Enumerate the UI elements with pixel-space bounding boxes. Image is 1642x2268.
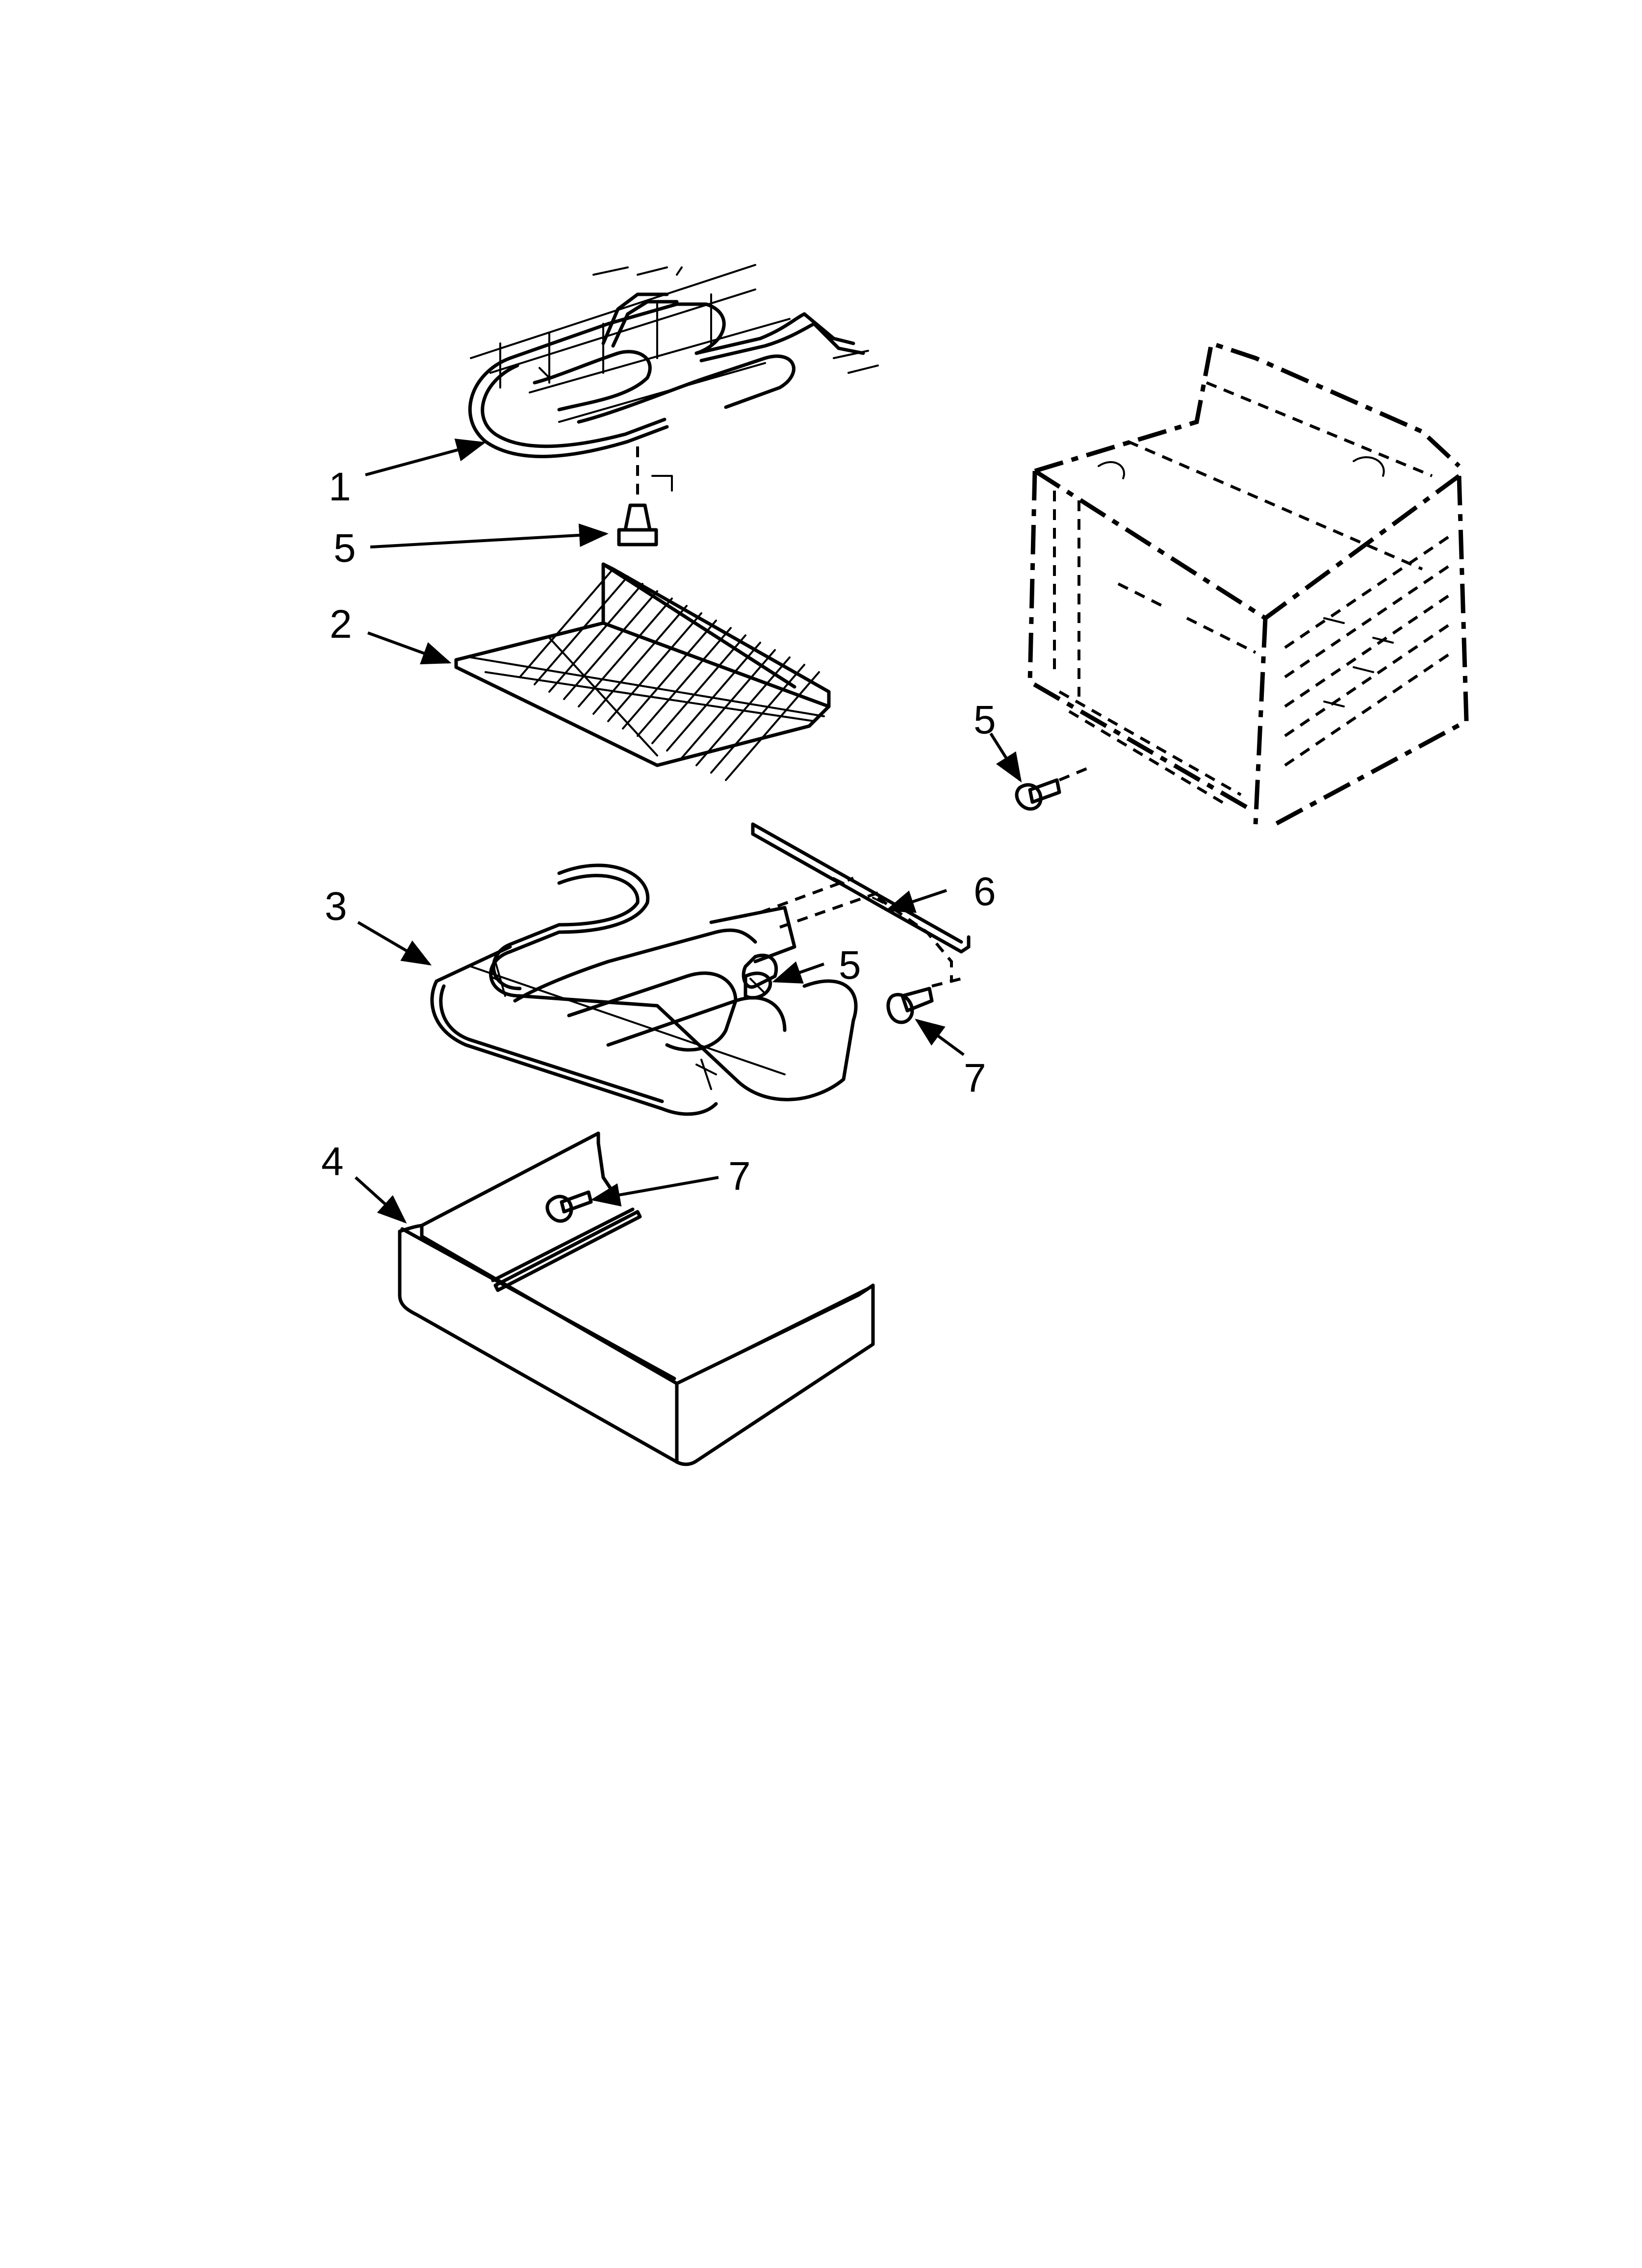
leader-4: [354, 1176, 407, 1224]
callout-labels: 1 5 2 3 5 6 7 4 7 5: [321, 465, 996, 1199]
callout-1: 1: [329, 465, 351, 509]
rack-wires: [519, 568, 820, 781]
leader-5c: [989, 732, 1022, 783]
leader-5b: [772, 961, 824, 984]
leader-3: [357, 921, 432, 966]
screw-part-5-middle: [744, 971, 772, 1000]
callout-7-right: 7: [964, 1056, 986, 1100]
broil-element: [468, 264, 879, 492]
callout-2: 2: [330, 602, 352, 647]
callout-5-cavity: 5: [974, 698, 996, 742]
leader-6: [885, 889, 947, 913]
callout-5-upper: 5: [334, 526, 356, 571]
leader-2: [367, 631, 452, 665]
bottom-panel: [398, 1131, 875, 1466]
leader-1: [365, 438, 486, 476]
callout-4: 4: [321, 1139, 344, 1184]
screw-part-7-lower: [545, 1190, 593, 1223]
bake-element: [430, 863, 858, 1116]
screw-part-7-right: [886, 977, 962, 1024]
leader-lines: [354, 438, 1022, 1224]
screw-part-5-cavity: [1015, 766, 1090, 811]
callout-6: 6: [974, 869, 996, 914]
leader-7b: [590, 1176, 719, 1207]
leader-5a: [370, 523, 609, 548]
leader-7a: [915, 1018, 965, 1056]
callout-7-lower: 7: [728, 1154, 751, 1199]
oven-rack: [454, 562, 831, 781]
callout-3: 3: [325, 884, 347, 929]
bracket-part-6: [751, 822, 971, 981]
callout-5-middle: 5: [839, 943, 861, 988]
screw-part-5-upper: [617, 446, 658, 547]
oven-cavity-outline: [1027, 340, 1469, 826]
